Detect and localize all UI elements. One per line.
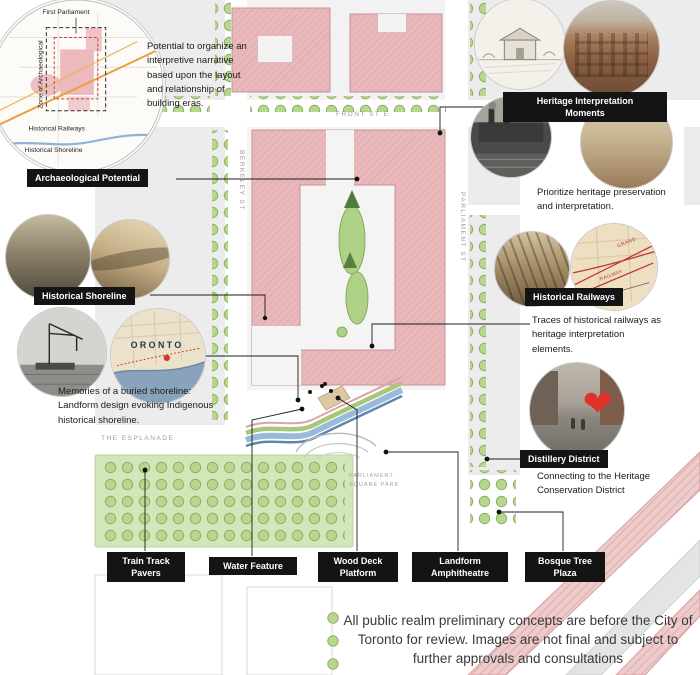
bosque-tree-plaza-tag: Bosque Tree Plaza (525, 552, 605, 583)
heritage-buildings (231, 7, 446, 386)
reference-dots (142, 130, 502, 515)
landform-amphitheatre-tag: Landform Amphitheatre (412, 552, 508, 583)
feature-tag-line: Wood Deck (333, 556, 383, 566)
street-building-left (530, 370, 559, 426)
street-building-right (599, 368, 624, 426)
pedestrian-figure (580, 419, 585, 431)
toronto-map: ORONTO (111, 309, 205, 403)
archaeological-potential-tag: Archaeological Potential (27, 169, 149, 188)
heritage-tag-line2: Moments (565, 108, 605, 119)
photo-archaeological-plan: First Parliament Zone of Archaeological … (0, 0, 166, 175)
buried-shoreline-desc: Memories of a buried shoreline: Landform… (58, 386, 214, 426)
esplanade-label: THE ESPLANADE (101, 435, 174, 442)
park-label-line1: PARLIAMENT (349, 473, 394, 479)
historical-railways-inner-label: Historical Railways (29, 125, 86, 132)
feature-tag-line: Water Feature (223, 561, 283, 571)
feature-tag-line: Pavers (131, 568, 161, 579)
feature-tag-line: Plaza (553, 568, 577, 579)
feature-tag-line: Platform (339, 568, 377, 579)
heart-sculpture-icon: ❤ (582, 382, 613, 424)
courtyard-greenery (336, 190, 369, 338)
water-feature (244, 376, 404, 448)
cabin-engraving (475, 0, 565, 89)
first-parliament-label: First Parliament (42, 9, 89, 16)
feature-tag-line: Bosque Tree (537, 556, 593, 566)
street-trees (103, 0, 516, 670)
heritage-desc: Prioritize heritage preservation and int… (537, 187, 666, 213)
photo-heritage-cabin (474, 0, 566, 90)
historical-shoreline-tag: Historical Shoreline (34, 287, 135, 306)
photo-historic-toronto-map: ORONTO (110, 308, 206, 404)
crane-photo (18, 308, 106, 396)
photo-distillery-district: ❤ (529, 362, 625, 458)
distillery-district-tag: Distillery District (520, 450, 608, 469)
photo-harbour-crane (17, 307, 107, 397)
historical-shoreline-inner-label: Historical Shoreline (25, 147, 83, 154)
window-grid (575, 33, 648, 77)
review-disclaimer: All public realm preliminary concepts ar… (343, 613, 693, 666)
shoreline-band (91, 242, 169, 276)
zone-of-archaeological-label: Zone of Archaeological (37, 40, 44, 109)
feature-tag-line: Train Track (122, 556, 170, 566)
railways-desc: Traces of historical railways as heritag… (532, 315, 661, 355)
archaeological-sketch: First Parliament Zone of Archaeological … (0, 0, 164, 173)
distillery-desc: Connecting to the Heritage Conservation … (537, 471, 651, 497)
front-st-label: FRONT ST E (336, 111, 389, 118)
photo-heritage-brick-building (563, 0, 660, 97)
photo-shoreline-aerial (90, 219, 170, 299)
feature-tag-line: Amphitheatre (430, 568, 489, 579)
photo-shoreline-trees (5, 214, 91, 300)
wood-deck-platform-tag: Wood Deck Platform (318, 552, 398, 583)
heritage-tag-line1: Heritage Interpretation (536, 96, 634, 106)
water-feature-tag: Water Feature (209, 557, 297, 576)
train-track-pavers-tag: Train Track Pavers (107, 552, 185, 583)
site-marker-dot (163, 354, 170, 362)
historical-railways-tag: Historical Railways (525, 288, 624, 307)
map-fragment-text: ORONTO (131, 340, 184, 350)
feature-tag-line: Landform (439, 556, 481, 566)
landform-amphitheatre (295, 432, 377, 464)
park-label-line2: SQUARE PARK (349, 482, 399, 488)
archaeological-desc: Potential to organize an interpretive na… (147, 41, 247, 109)
leader-lines (144, 106, 564, 556)
heritage-interpretation-tag: Heritage Interpretation Moments (503, 92, 667, 123)
parliament-st-label: PARLIAMENT ST (459, 192, 466, 263)
pedestrian-figure (571, 417, 576, 429)
berkeley-st-label: BERKELEY ST (238, 150, 245, 211)
